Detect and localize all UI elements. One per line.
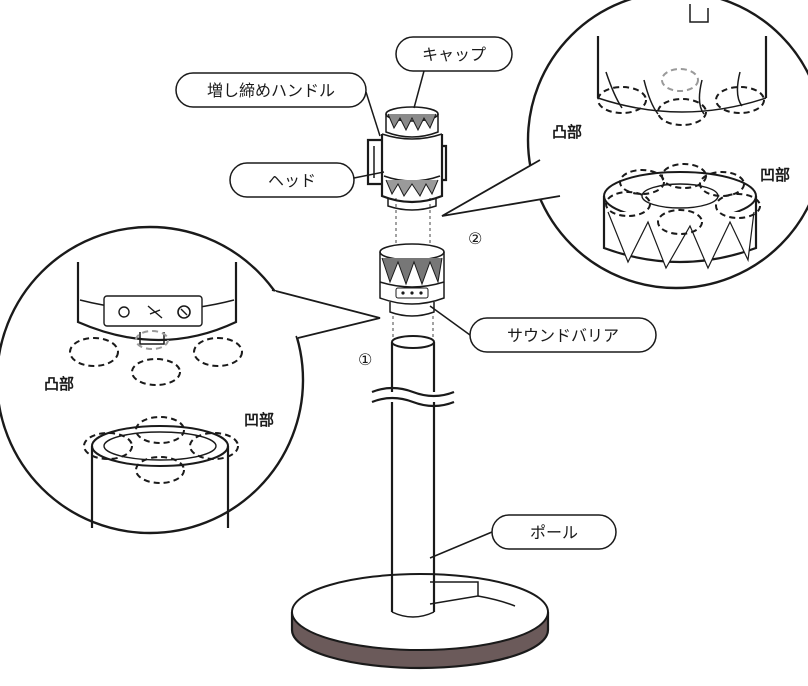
base-bracket (429, 581, 479, 605)
zoom-circle-right: 凸部 凹部 (441, 0, 808, 290)
barrier-body (379, 252, 445, 305)
barrier-dot (410, 291, 414, 295)
concave-marker (135, 456, 185, 484)
zoom-left-pointer (271, 289, 381, 339)
head-label: ヘッド (268, 171, 316, 190)
pole-leader (429, 531, 493, 559)
callout-cap: キャップ (395, 36, 513, 109)
handle-left (366, 138, 382, 186)
pole-label: ポール (530, 523, 578, 542)
cap-label: キャップ (422, 45, 486, 64)
mute-icon (147, 305, 163, 319)
zoom-right-pointer-mask (540, 161, 560, 195)
convex-marker (131, 358, 181, 386)
zoom-circle-left: 凸部 凹部 (0, 225, 381, 535)
concave-label-right: 凹部 (760, 166, 790, 184)
cap-leader (413, 70, 425, 109)
pole-top-opening (391, 335, 435, 349)
convex-label-left: 凸部 (44, 375, 74, 393)
cap-body (385, 114, 439, 138)
break-mark-top (371, 386, 455, 398)
concave-marker (189, 432, 239, 460)
convex-marker (193, 337, 243, 367)
convex-marker (69, 337, 119, 367)
handle-right (442, 144, 448, 182)
barrier-teeth (381, 257, 443, 286)
zoom-right-head-bottom (597, 97, 767, 113)
barrier-dot (419, 291, 423, 295)
convex-label-right: 凸部 (552, 123, 582, 141)
sound-barrier-label: サウンドバリア (507, 326, 619, 345)
hidden-convex-marker (661, 68, 699, 92)
zoom-right-pointer (441, 159, 561, 217)
callout-head: ヘッド (229, 162, 385, 198)
concave-marker (699, 171, 745, 197)
zoom-right-barrier-teeth (607, 211, 755, 270)
handle-leader (365, 91, 381, 137)
sound-barrier-part (379, 243, 445, 317)
base-stripe (292, 612, 548, 668)
callout-handle: 増し締めハンドル (175, 72, 381, 137)
cap-pill (395, 36, 513, 72)
zoom-right-teeth (605, 71, 743, 115)
base-bracket-edge (477, 595, 516, 607)
head-bottom-ring (387, 198, 437, 211)
sound-barrier-leader (429, 305, 471, 336)
concave-marker (83, 432, 133, 460)
barrier-band (379, 281, 445, 288)
head-assembly (366, 106, 448, 211)
volume-icon-slash (180, 308, 188, 316)
handle-label: 増し締めハンドル (207, 81, 335, 100)
hidden-convex-marker (135, 330, 169, 350)
head-body (380, 134, 444, 204)
convex-marker (597, 86, 647, 114)
zoom-left-barrier-body (76, 262, 238, 341)
step-1-marker: ① (358, 350, 372, 369)
callout-pole: ポール (429, 514, 617, 559)
pole-bottom (391, 611, 435, 618)
zoom-left-tab (139, 332, 165, 345)
zoom-left-pole-inner (103, 431, 217, 461)
zoom-left-pointer-mask (272, 291, 298, 337)
callout-sound-barrier: サウンドバリア (429, 305, 657, 353)
handle-pill (175, 72, 367, 108)
barrier-top (379, 243, 445, 261)
concave-marker (135, 416, 185, 444)
head-pill (229, 162, 355, 198)
concave-marker (657, 209, 703, 235)
cap-teeth (387, 113, 437, 132)
zoom-right-handle-stub (689, 4, 709, 23)
base-rim (290, 612, 550, 670)
concave-label-left: 凹部 (244, 411, 274, 429)
concave-marker (619, 169, 665, 195)
head-leader (353, 171, 385, 179)
base-plate (291, 573, 549, 651)
power-icon (118, 306, 130, 318)
barrier-dot (401, 291, 405, 295)
head-teeth (385, 179, 439, 197)
step-2-marker: ② (468, 229, 482, 248)
head-top-edge (381, 133, 443, 140)
convex-marker (657, 98, 707, 126)
pole-stand (290, 335, 550, 670)
convex-marker (715, 86, 765, 114)
break-mark-bottom (371, 396, 455, 408)
alignment-guides (392, 198, 434, 338)
concave-marker (715, 193, 761, 219)
concave-marker (605, 191, 651, 217)
barrier-bottom-ring (389, 302, 435, 317)
